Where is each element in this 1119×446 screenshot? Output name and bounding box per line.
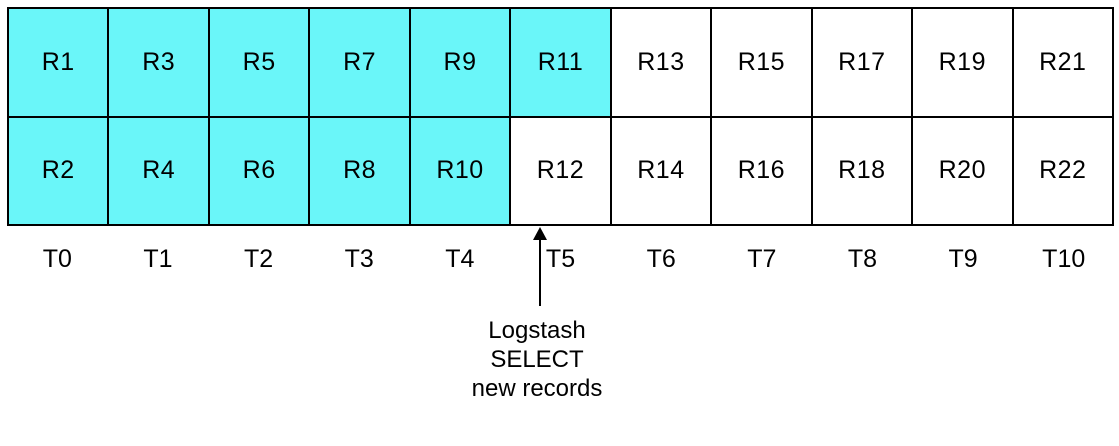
arrow-head-icon [533,227,547,240]
record-cell-r16: R16 [712,117,813,224]
record-cell-r7: R7 [310,9,411,116]
annotation-line: Logstash [488,317,586,344]
logstash-select-annotation: Logstash SELECT new records [407,316,667,403]
record-cell-r6: R6 [209,117,311,224]
record-cell-r5: R5 [209,9,311,116]
timeline-label-t9: T9 [948,245,978,273]
record-cell-r10: R10 [410,117,512,224]
record-cell-r22: R22 [1013,117,1112,224]
timeline-label-t0: T0 [42,245,72,273]
record-cell-r18: R18 [812,117,914,224]
record-cell-r14: R14 [611,117,713,224]
timeline: T0 T1 T2 T3 T4 T5 T6 T7 T8 T9 T10 [7,245,1114,274]
record-cell-r8: R8 [310,117,411,224]
timeline-label-t2: T2 [244,245,274,273]
record-cell-r12: R12 [511,117,612,224]
timeline-label-t1: T1 [143,245,173,273]
annotation-line: new records [471,375,603,402]
timeline-label-t8: T8 [847,245,878,273]
record-cell-r3: R3 [109,9,210,116]
record-cell-r4: R4 [109,117,210,224]
timeline-label-t7: T7 [747,245,777,273]
record-cell-r20: R20 [913,117,1014,224]
timeline-label-t5: T5 [545,245,576,273]
timeline-label-t6: T6 [646,245,676,273]
record-cell-r15: R15 [712,9,813,116]
timeline-label-t4: T4 [445,245,475,273]
timeline-label-t3: T3 [344,245,374,273]
record-cell-r2: R2 [9,117,110,224]
record-cell-r13: R13 [611,9,713,116]
record-cell-r1: R1 [9,9,110,116]
timeline-label-t10: T10 [1042,245,1086,273]
record-cell-r9: R9 [410,9,512,116]
record-cell-r17: R17 [812,9,914,116]
record-cell-r21: R21 [1013,9,1112,116]
arrow-line [539,239,541,306]
record-cell-r19: R19 [913,9,1014,116]
annotation-line: SELECT [490,346,584,373]
record-cell-r11: R11 [511,9,612,116]
